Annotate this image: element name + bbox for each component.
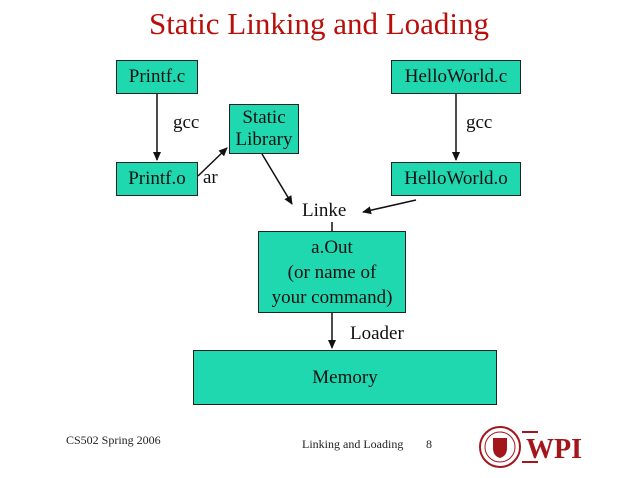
printf-o-box: Printf.o (116, 162, 198, 196)
printf-c-box: Printf.c (116, 60, 198, 94)
static-library-box: Static Library (229, 104, 299, 154)
static-library-line-1: Static (242, 107, 286, 128)
wpi-logo: WPI (479, 426, 582, 468)
footer-topic: Linking and Loading (302, 437, 404, 451)
ar-label: ar (203, 167, 218, 188)
printf-c-label: Printf.c (128, 66, 186, 87)
footer-course: CS502 Spring 2006 (66, 433, 161, 447)
wpi-logo-text: WPI (526, 434, 582, 465)
helloworld-o-label: HelloWorld.o (404, 168, 508, 189)
linker-label: Linke (302, 200, 347, 221)
helloworld-o-box: HelloWorld.o (391, 162, 521, 196)
helloworld-c-box: HelloWorld.c (391, 60, 521, 94)
aout-line-3: your command) (271, 287, 393, 308)
slide-title: Static Linking and Loading (148, 6, 490, 41)
aout-line-1: a.Out (311, 237, 353, 258)
aout-box: a.Out (or name of your command) (258, 231, 406, 313)
arrow-printf-o-to-library (197, 147, 228, 177)
printf-o-label: Printf.o (128, 168, 186, 189)
arrow-library-to-linker (261, 153, 293, 205)
helloworld-c-label: HelloWorld.c (404, 66, 508, 87)
loader-label: Loader (350, 323, 404, 344)
static-library-line-2: Library (235, 129, 293, 150)
memory-box: Memory (193, 350, 497, 405)
aout-line-2: (or name of (287, 262, 377, 283)
footer-page-number: 8 (426, 437, 432, 451)
gcc-left-label: gcc (173, 112, 200, 133)
gcc-right-label: gcc (466, 112, 493, 133)
memory-label: Memory (312, 366, 378, 388)
arrow-helloworld-o-to-linker (362, 199, 417, 215)
